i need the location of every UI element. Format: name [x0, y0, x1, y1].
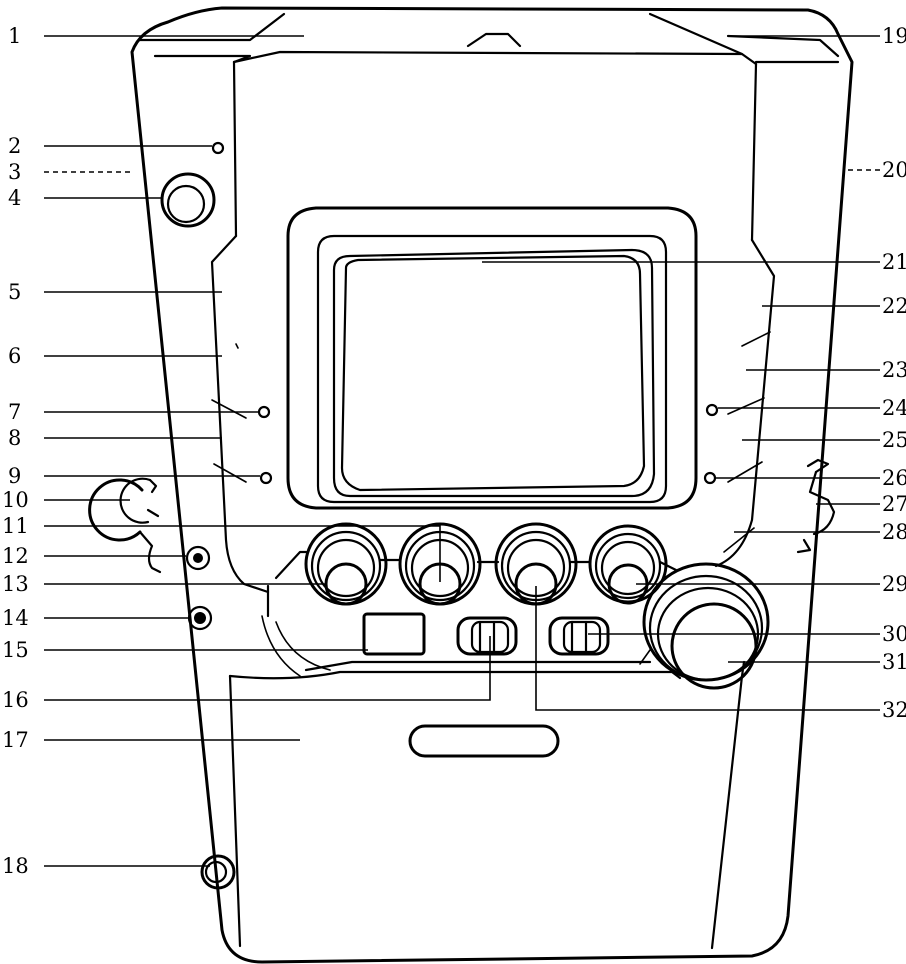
callout-20: 20: [882, 158, 906, 182]
top-lid: [138, 12, 840, 66]
callout-32: 32: [882, 698, 906, 722]
callout-6: 6: [8, 344, 21, 368]
callout-15: 15: [2, 638, 29, 662]
leader-lines: [44, 35, 880, 867]
callout-31: 31: [882, 650, 906, 674]
callout-13: 13: [2, 572, 29, 596]
bottom-jack[interactable]: [200, 854, 236, 890]
callout-24: 24: [882, 396, 906, 420]
callout-29: 29: [882, 572, 906, 596]
callout-5: 5: [8, 280, 21, 304]
led-indicator-7: [257, 405, 271, 419]
callout-16: 16: [2, 688, 29, 712]
display-window: [362, 612, 426, 656]
front-panel-lower-left-edge: [228, 674, 242, 948]
callout-25: 25: [882, 428, 906, 452]
callout-1: 1: [8, 24, 21, 48]
callout-30: 30: [882, 622, 906, 646]
monitor-screen: [286, 206, 698, 510]
led-indicator-24: [705, 403, 719, 417]
callout-26: 26: [882, 466, 906, 490]
callout-12: 12: [2, 544, 29, 568]
callout-4: 4: [8, 186, 21, 210]
callout-10: 10: [2, 488, 29, 512]
knob-1[interactable]: [304, 522, 388, 606]
front-panel-left-edge: [232, 60, 238, 238]
callout-2: 2: [8, 134, 21, 158]
led-indicator-26: [703, 471, 717, 485]
power-button[interactable]: [160, 172, 216, 228]
callout-3: 3: [8, 160, 21, 184]
door-handle-slot[interactable]: [408, 724, 560, 758]
callout-7: 7: [8, 400, 21, 424]
callout-8: 8: [8, 426, 21, 450]
callout-22: 22: [882, 294, 906, 318]
callout-27: 27: [882, 492, 906, 516]
knob-4[interactable]: [588, 524, 668, 605]
callout-21: 21: [882, 250, 906, 274]
outer-housing: [130, 6, 854, 964]
callout-17: 17: [2, 728, 29, 752]
front-panel-right-edge: [750, 62, 758, 242]
callout-9: 9: [8, 464, 21, 488]
large-dial[interactable]: [642, 562, 770, 690]
led-indicator-9: [259, 471, 273, 485]
slide-switch-2[interactable]: [548, 616, 610, 656]
mic-jack-1[interactable]: [185, 545, 211, 571]
callout-labels: 1 2 3 4 5 6 7 8 9 10 11 12 13 14 15 16 1…: [2, 24, 906, 878]
mic-jack-2[interactable]: [187, 605, 213, 631]
device-illustration: [88, 6, 854, 964]
slide-switch-1[interactable]: [456, 616, 518, 656]
right-speaker-panel: [714, 238, 776, 568]
front-panel-lower-right-edge: [710, 674, 744, 950]
callout-28: 28: [882, 520, 906, 544]
callout-14: 14: [2, 606, 29, 630]
led-indicator-2: [211, 141, 225, 155]
callout-19: 19: [882, 24, 906, 48]
callout-23: 23: [882, 358, 906, 382]
callout-11: 11: [2, 514, 29, 538]
callout-18: 18: [2, 854, 29, 878]
